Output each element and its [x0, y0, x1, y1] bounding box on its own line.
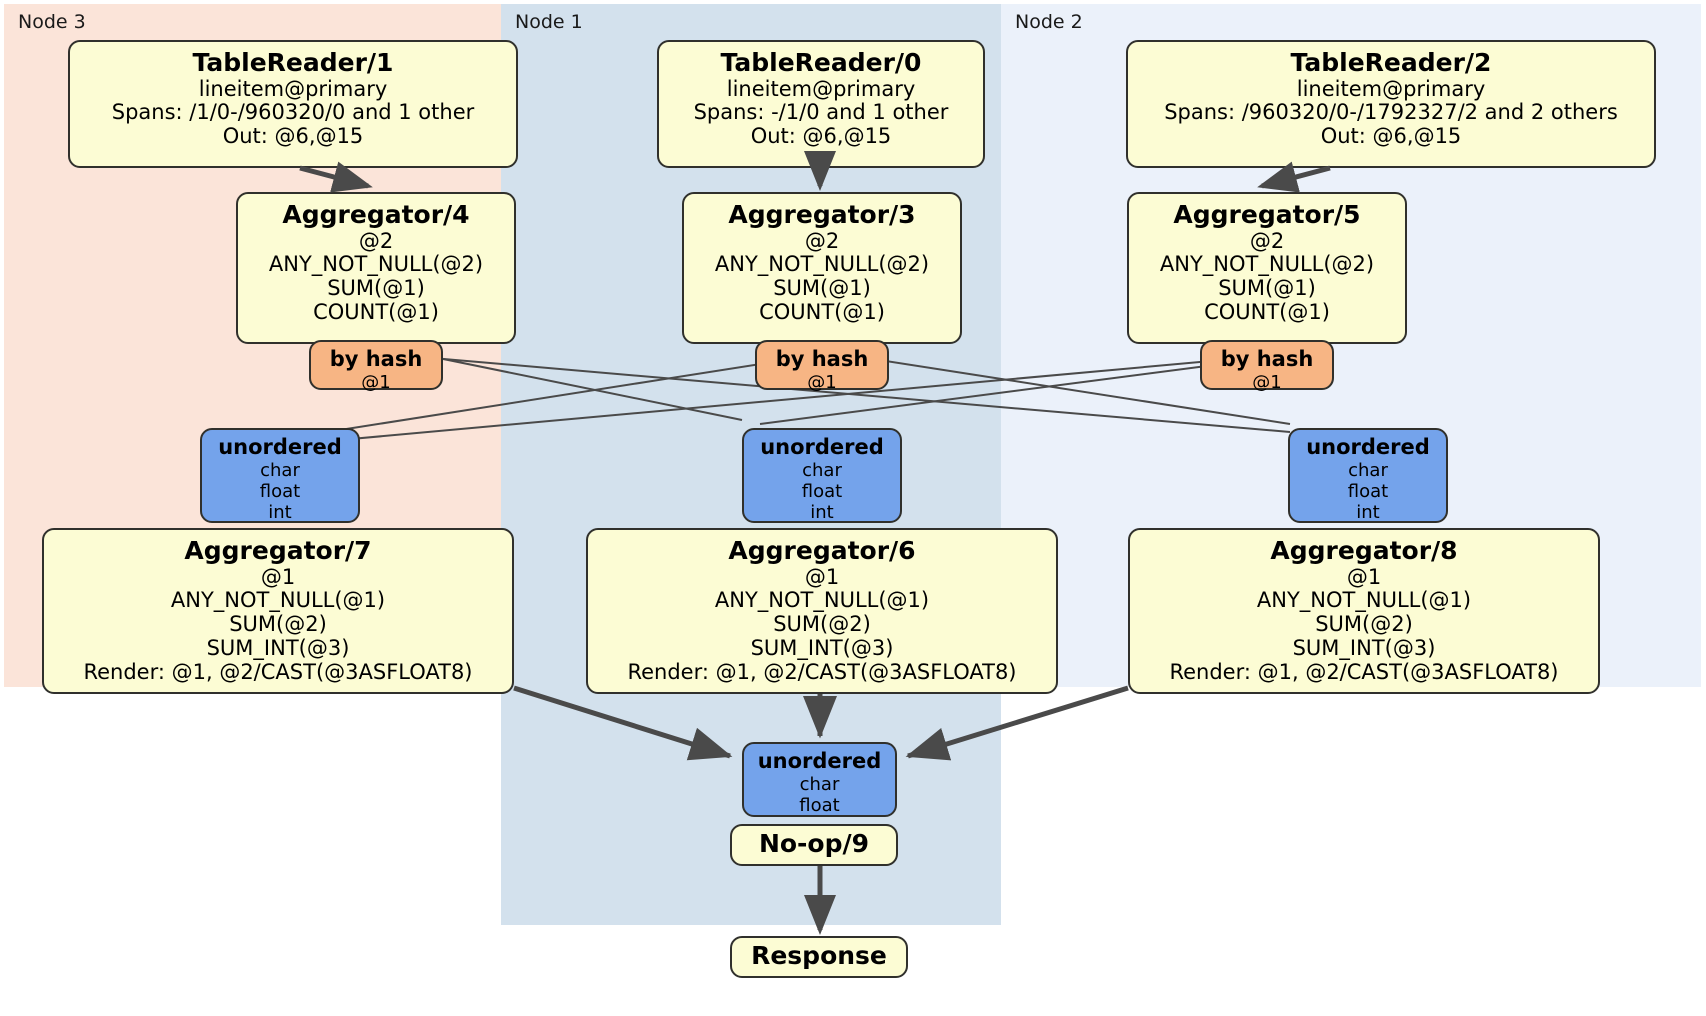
- processor-title: Aggregator/8: [1270, 536, 1458, 565]
- router-title: unordered: [760, 435, 884, 459]
- router-line: @1: [807, 372, 837, 394]
- router-line: float: [259, 481, 301, 503]
- processor-line: lineitem@primary: [1296, 76, 1486, 101]
- processor-line: ANY_NOT_NULL(@2): [1159, 252, 1375, 277]
- processor-line: Render: @1, @2/CAST(@3ASFLOAT8): [1169, 660, 1559, 685]
- processor-response[interactable]: Response: [730, 936, 908, 978]
- router-line: @1: [361, 372, 391, 394]
- router-line: char: [799, 774, 840, 796]
- processor-aggregator-3[interactable]: Aggregator/3 @2 ANY_NOT_NULL(@2) SUM(@1)…: [682, 192, 962, 344]
- processor-line: Render: @1, @2/CAST(@3ASFLOAT8): [627, 660, 1017, 685]
- processor-title: Response: [751, 941, 887, 970]
- processor-line: Spans: /1/0-/960320/0 and 1 other: [111, 100, 475, 125]
- processor-line: Render: @1, @2/CAST(@3ASFLOAT8): [83, 660, 473, 685]
- processor-title: TableReader/2: [1290, 48, 1492, 77]
- processor-line: SUM(@2): [773, 612, 871, 637]
- router-by-hash-aggregator-4[interactable]: by hash @1: [309, 340, 443, 394]
- router-by-hash-aggregator-3[interactable]: by hash @1: [755, 340, 889, 394]
- processor-tablereader-1[interactable]: TableReader/1 lineitem@primary Spans: /1…: [68, 40, 518, 168]
- processor-line: Out: @6,@15: [222, 124, 364, 149]
- processor-noop-9[interactable]: No-op/9: [730, 824, 898, 866]
- router-line: int: [1356, 502, 1380, 524]
- processor-line: COUNT(@1): [1204, 300, 1330, 325]
- processor-line: SUM_INT(@3): [750, 636, 894, 661]
- router-line: float: [799, 795, 840, 817]
- node-panel-label-node2: Node 2: [1015, 11, 1083, 33]
- processor-line: COUNT(@1): [313, 300, 439, 325]
- processor-tablereader-0[interactable]: TableReader/0 lineitem@primary Spans: -/…: [657, 40, 985, 168]
- router-title: unordered: [757, 749, 882, 773]
- processor-line: SUM(@1): [773, 276, 871, 301]
- processor-aggregator-7[interactable]: Aggregator/7 @1 ANY_NOT_NULL(@1) SUM(@2)…: [42, 528, 514, 694]
- processor-line: Spans: -/1/0 and 1 other: [693, 100, 949, 125]
- node-panel-label-node1: Node 1: [515, 11, 583, 33]
- processor-line: ANY_NOT_NULL(@1): [1256, 588, 1472, 613]
- processor-title: Aggregator/6: [728, 536, 916, 565]
- router-line: float: [801, 481, 843, 503]
- router-line: int: [268, 502, 292, 524]
- processor-title: Aggregator/3: [728, 200, 916, 229]
- processor-line: SUM_INT(@3): [206, 636, 350, 661]
- router-line: @1: [1252, 372, 1282, 394]
- processor-line: SUM(@2): [229, 612, 327, 637]
- processor-aggregator-8[interactable]: Aggregator/8 @1 ANY_NOT_NULL(@1) SUM(@2)…: [1128, 528, 1600, 694]
- processor-line: lineitem@primary: [726, 76, 916, 101]
- router-title: by hash: [329, 347, 423, 371]
- router-line: char: [260, 460, 300, 482]
- router-line: int: [810, 502, 834, 524]
- router-line: char: [802, 460, 842, 482]
- processor-line: @2: [1249, 228, 1285, 253]
- processor-title: TableReader/1: [192, 48, 394, 77]
- router-title: by hash: [775, 347, 869, 371]
- processor-title: TableReader/0: [720, 48, 922, 77]
- router-title: unordered: [1306, 435, 1430, 459]
- router-unordered-aggregator-6[interactable]: unordered char float int: [742, 428, 902, 523]
- processor-line: ANY_NOT_NULL(@1): [170, 588, 386, 613]
- processor-aggregator-6[interactable]: Aggregator/6 @1 ANY_NOT_NULL(@1) SUM(@2)…: [586, 528, 1058, 694]
- router-title: by hash: [1220, 347, 1314, 371]
- processor-line: @1: [1346, 564, 1382, 589]
- processor-line: Out: @6,@15: [1320, 124, 1462, 149]
- processor-aggregator-5[interactable]: Aggregator/5 @2 ANY_NOT_NULL(@2) SUM(@1)…: [1127, 192, 1407, 344]
- processor-line: SUM_INT(@3): [1292, 636, 1436, 661]
- processor-line: ANY_NOT_NULL(@2): [714, 252, 930, 277]
- router-title: unordered: [218, 435, 342, 459]
- router-line: float: [1347, 481, 1389, 503]
- router-line: char: [1348, 460, 1388, 482]
- node-panel-label-node3: Node 3: [18, 11, 86, 33]
- router-unordered-final[interactable]: unordered char float: [742, 742, 897, 817]
- processor-line: Out: @6,@15: [750, 124, 892, 149]
- processor-line: COUNT(@1): [759, 300, 885, 325]
- router-unordered-aggregator-8[interactable]: unordered char float int: [1288, 428, 1448, 523]
- processor-line: @1: [260, 564, 296, 589]
- processor-line: SUM(@1): [327, 276, 425, 301]
- processor-title: No-op/9: [758, 829, 870, 858]
- processor-line: lineitem@primary: [198, 76, 388, 101]
- processor-title: Aggregator/5: [1173, 200, 1361, 229]
- processor-line: ANY_NOT_NULL(@2): [268, 252, 484, 277]
- processor-line: Spans: /960320/0-/1792327/2 and 2 others: [1164, 100, 1618, 125]
- processor-line: SUM(@2): [1315, 612, 1413, 637]
- processor-title: Aggregator/7: [184, 536, 372, 565]
- processor-aggregator-4[interactable]: Aggregator/4 @2 ANY_NOT_NULL(@2) SUM(@1)…: [236, 192, 516, 344]
- processor-title: Aggregator/4: [282, 200, 470, 229]
- processor-line: ANY_NOT_NULL(@1): [714, 588, 930, 613]
- processor-line: SUM(@1): [1218, 276, 1316, 301]
- router-unordered-aggregator-7[interactable]: unordered char float int: [200, 428, 360, 523]
- processor-line: @2: [358, 228, 394, 253]
- router-by-hash-aggregator-5[interactable]: by hash @1: [1200, 340, 1334, 394]
- processor-line: @2: [804, 228, 840, 253]
- processor-tablereader-2[interactable]: TableReader/2 lineitem@primary Spans: /9…: [1126, 40, 1656, 168]
- processor-line: @1: [804, 564, 840, 589]
